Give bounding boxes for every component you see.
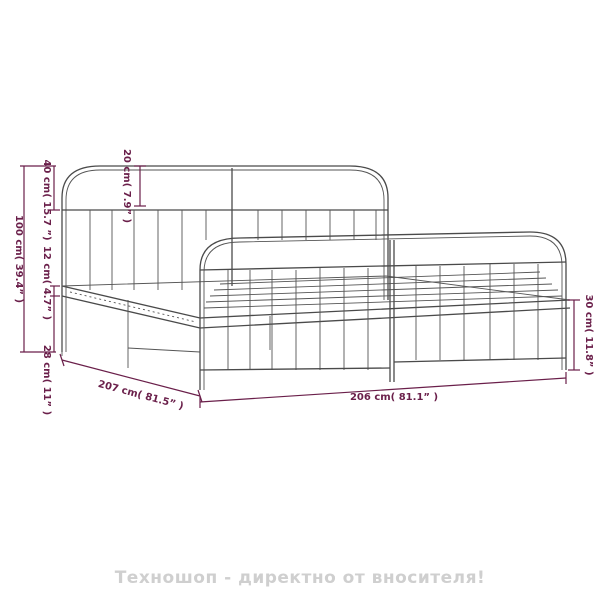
dim-total-height: 100 cm( 39.4” ): [13, 215, 24, 303]
dimension-lines: [20, 165, 580, 408]
dim-footboard-height: 30 cm( 11.8” ): [583, 294, 594, 375]
dim-width: 207 cm( 81.5” ): [97, 379, 185, 412]
dim-length: 206 cm( 81.1” ): [350, 392, 438, 403]
watermark-text: Техношоп - директно от вносителя!: [114, 568, 486, 588]
dim-slat-gap: 12 cm( 4.7” ): [41, 246, 52, 320]
dim-headboard-top: 40 cm( 15.7 ”): [41, 159, 52, 240]
dim-curve-height: 20 cm( 7.9” ): [121, 149, 132, 223]
dim-under-bed: 28 cm( 11” ): [41, 345, 52, 415]
bed-rails: [61, 271, 571, 390]
headboard: [61, 165, 389, 352]
footboard: [199, 231, 567, 390]
